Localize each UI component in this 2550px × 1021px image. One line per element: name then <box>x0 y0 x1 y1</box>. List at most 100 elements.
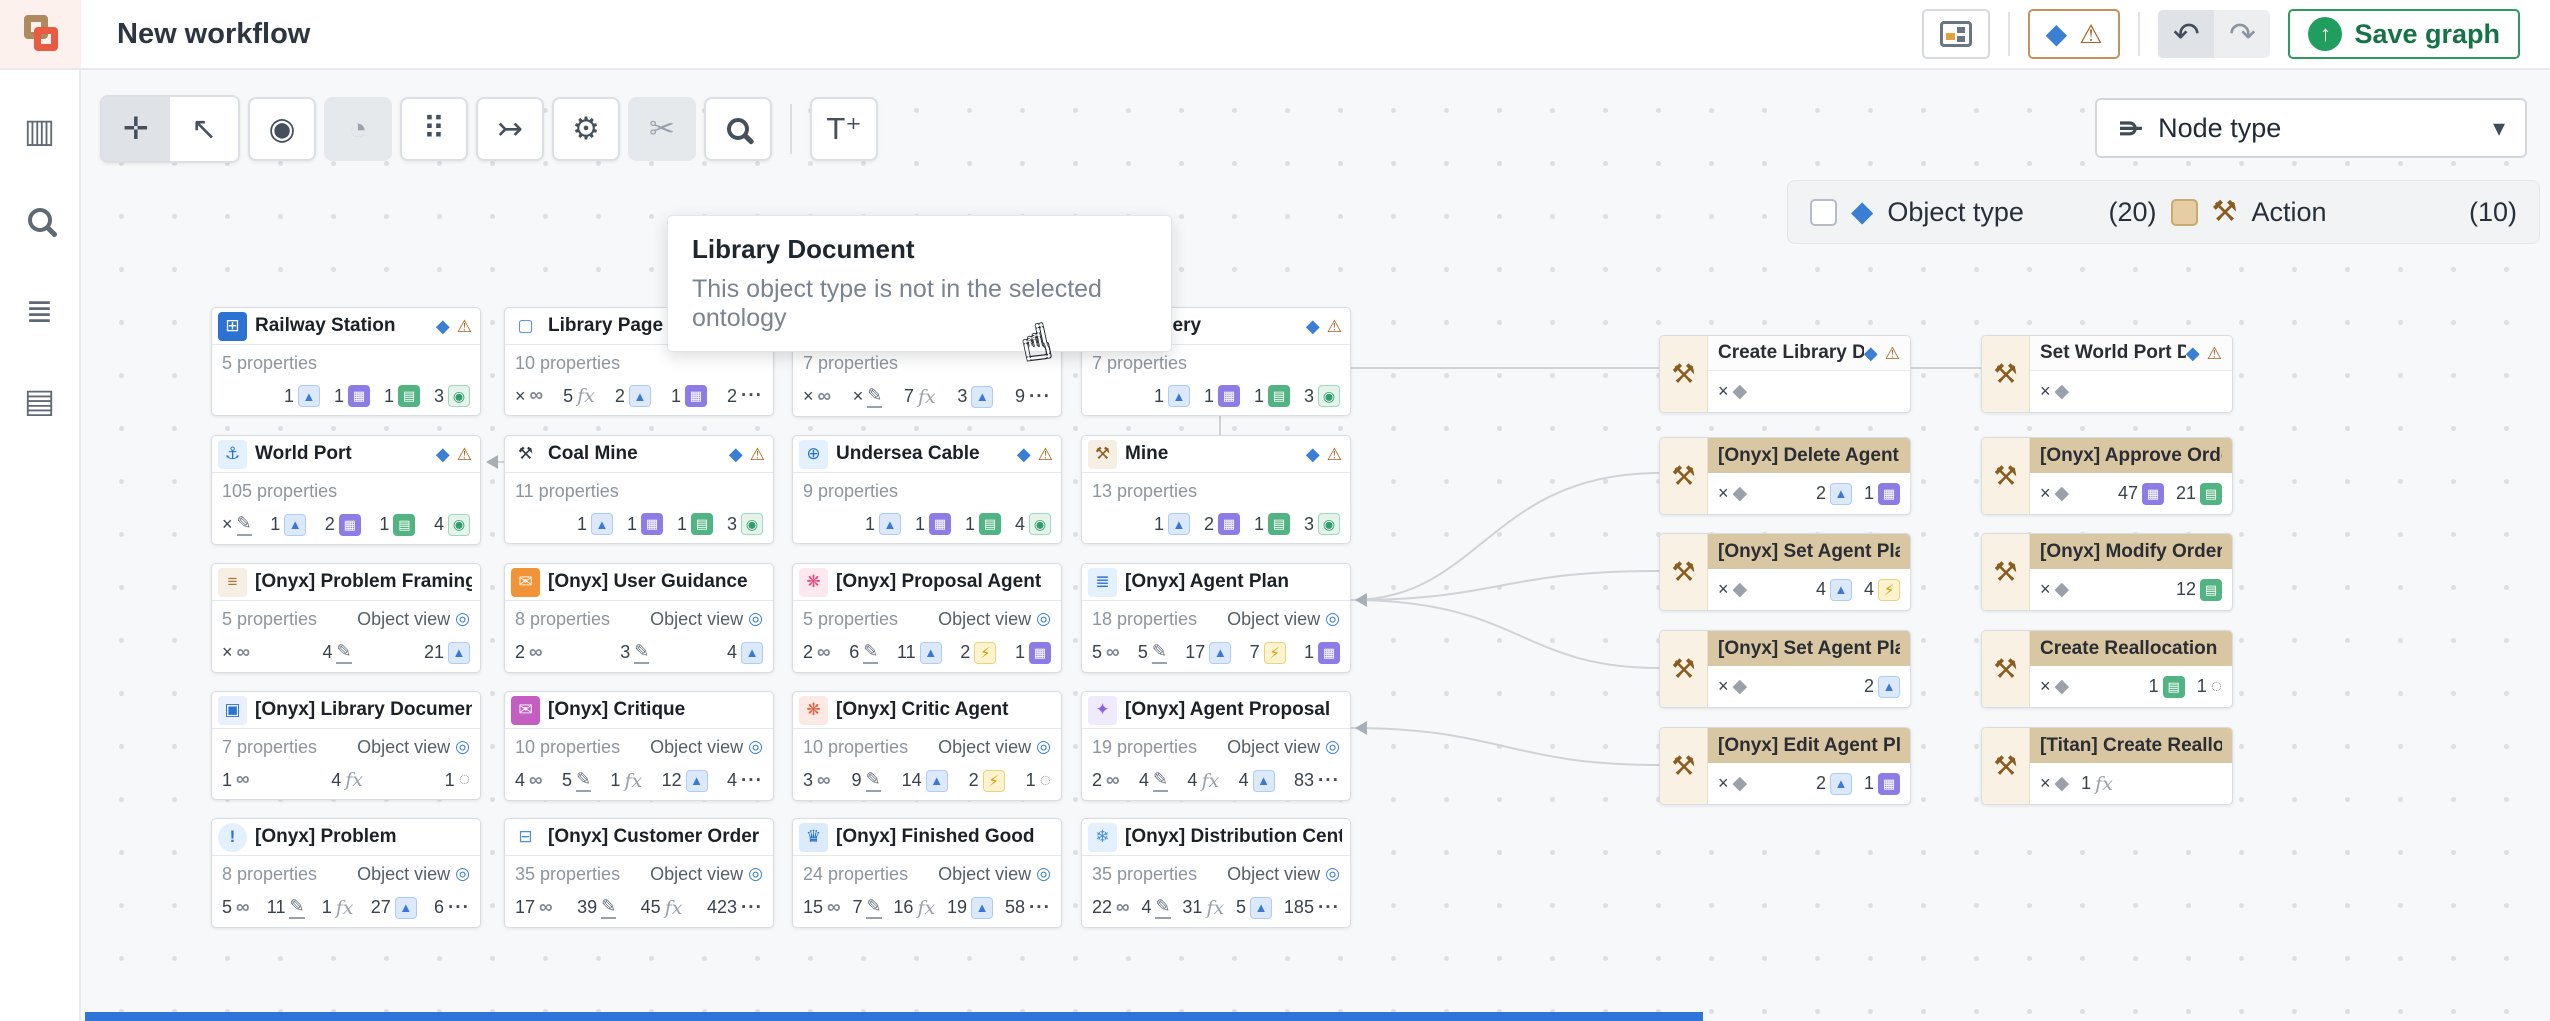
object-view-link[interactable]: Object view◎ <box>1227 609 1340 630</box>
action-checkbox[interactable] <box>2170 198 2198 226</box>
cart-icon: ⊟ <box>511 822 540 852</box>
redo-button[interactable]: ↷ <box>2229 16 2256 52</box>
node-title: World Port <box>255 443 352 464</box>
warning-icon[interactable]: ⚠ <box>456 316 472 336</box>
undo-button[interactable]: ↶ <box>2158 10 2215 58</box>
badge-count: 3 <box>620 642 631 662</box>
object-view-link[interactable]: Object view◎ <box>357 864 470 885</box>
dashed-badge-icon: ◌ <box>2210 675 2222 697</box>
panel-view-button[interactable] <box>1921 9 1990 59</box>
action-node[interactable]: ⚒[Onyx] Delete Agent Plan×◆2▲1▦ <box>1659 437 1911 515</box>
badge-pen: 5✎ <box>562 769 592 792</box>
action-node[interactable]: ⚒[Onyx] Edit Agent Plan×◆2▲1▦ <box>1659 727 1911 805</box>
cut-tool-button[interactable]: ✂ <box>628 97 696 161</box>
action-node[interactable]: ⚒Set World Port Descript…◆⚠×◆ <box>1981 335 2233 413</box>
settings-tool-button[interactable]: ⚙ <box>552 97 620 161</box>
warning-icon[interactable]: ⚠ <box>749 444 765 464</box>
layout-tool-button[interactable]: ⠿ <box>400 97 468 161</box>
object-view-link[interactable]: Object view◎ <box>357 737 470 758</box>
badge-table: 1▦ <box>1303 641 1340 664</box>
sidebar-item-panels[interactable]: ▥ <box>18 108 62 152</box>
node-badges: 1▲1▦1▤3◉ <box>222 385 470 407</box>
action-node[interactable]: ⚒[Onyx] Set Agent Plan Runs Re…×◆2▲ <box>1659 630 1911 708</box>
action-node[interactable]: ⚒[Titan] Create Reallocation Pr…×◆1fx <box>1981 727 2233 805</box>
card-badge-icon: ▤ <box>2162 675 2185 698</box>
object-type-checkbox[interactable] <box>1810 198 1837 226</box>
badge-link: 5∞ <box>222 897 250 919</box>
action-badges-right: 2▲1▦ <box>1816 772 1900 795</box>
action-node[interactable]: ⚒[Onyx] Modify Order Reallocat…×◆12▤ <box>1981 533 2233 611</box>
add-text-button[interactable]: T⁺ <box>810 97 878 161</box>
sidebar-item-list[interactable]: ≣ <box>18 288 62 332</box>
sidebar-item-search[interactable] <box>18 198 62 242</box>
object-view-link[interactable]: Object view◎ <box>938 737 1051 758</box>
pie-tool-button[interactable]: ◔ <box>324 97 392 161</box>
search-tool-button[interactable] <box>704 97 772 161</box>
sidebar-item-library[interactable]: ▤ <box>18 378 62 422</box>
ontology-status-button[interactable]: ◆ ⚠ <box>2027 9 2121 59</box>
node-body: 5 properties 1▲1▦1▤3◉ <box>212 345 480 415</box>
object-view-link[interactable]: Object view◎ <box>650 609 763 630</box>
object-view-link[interactable]: Object view◎ <box>938 609 1051 630</box>
focus-tool-button[interactable]: ◉ <box>248 97 316 161</box>
warning-icon[interactable]: ⚠ <box>1326 444 1342 464</box>
action-node[interactable]: ⚒[Onyx] Approve Order Realloc…×◆47▦21▤ <box>1981 437 2233 515</box>
merge-tool-button[interactable]: ↣ <box>476 97 544 161</box>
badge-count: 1 <box>1303 642 1314 662</box>
cube-badge-icon: ◆ <box>1732 579 1748 600</box>
properties-count: 5 properties <box>222 352 318 373</box>
object-view-link[interactable]: Object view◎ <box>1227 737 1340 758</box>
object-view-link[interactable]: Object view◎ <box>650 864 763 885</box>
horizontal-scrollbar[interactable] <box>85 1012 1703 1021</box>
divider <box>2007 12 2010 56</box>
gavel-icon: ⚒ <box>1660 438 1708 514</box>
select-tool-button[interactable]: ↖ <box>170 97 238 161</box>
action-node[interactable]: ⚒[Onyx] Set Agent Plan Comple…×◆4▲4⚡ <box>1659 533 1911 611</box>
node-body-top: 105 properties <box>222 479 470 503</box>
node-header: ![Onyx] Problem <box>212 819 480 856</box>
object-view-link[interactable]: Object view◎ <box>1227 864 1340 885</box>
dots-badge-icon: ··· <box>740 896 763 918</box>
save-graph-button[interactable]: ↑ Save graph <box>2288 9 2520 59</box>
action-title-text: [Onyx] Delete Agent Plan <box>1718 444 1900 466</box>
move-tool-button[interactable]: ✛ <box>102 97 170 161</box>
warning-icon[interactable]: ⚠ <box>1326 316 1342 336</box>
object-view-link[interactable]: Object view◎ <box>938 864 1051 885</box>
img-badge-icon: ▲ <box>741 641 763 664</box>
node-body-top: 7 properties <box>803 351 1051 375</box>
badge-count: 1 <box>1014 642 1025 662</box>
badge-card: 1▤ <box>1254 385 1290 407</box>
app-logo[interactable] <box>0 0 81 68</box>
target-icon: ◉ <box>268 111 296 146</box>
warning-icon[interactable]: ⚠ <box>456 444 472 464</box>
cube-badge-icon: ◆ <box>1732 483 1748 504</box>
object-node[interactable]: ⚓World Port◆⚠105 properties×✎1▲2▦1▤4◉ <box>211 435 481 545</box>
object-view-link[interactable]: Object view◎ <box>650 737 763 758</box>
action-node[interactable]: ⚒Create Reallocation Proposal×◆1▤1◌ <box>1981 630 2233 708</box>
object-view-link[interactable]: Object view◎ <box>357 609 470 630</box>
action-node[interactable]: ⚒Create Library Docume…◆⚠×◆ <box>1659 335 1911 413</box>
node-type-dropdown[interactable]: ⋔ Node type ▾ <box>2095 98 2527 158</box>
warning-icon[interactable]: ⚠ <box>1037 444 1053 464</box>
